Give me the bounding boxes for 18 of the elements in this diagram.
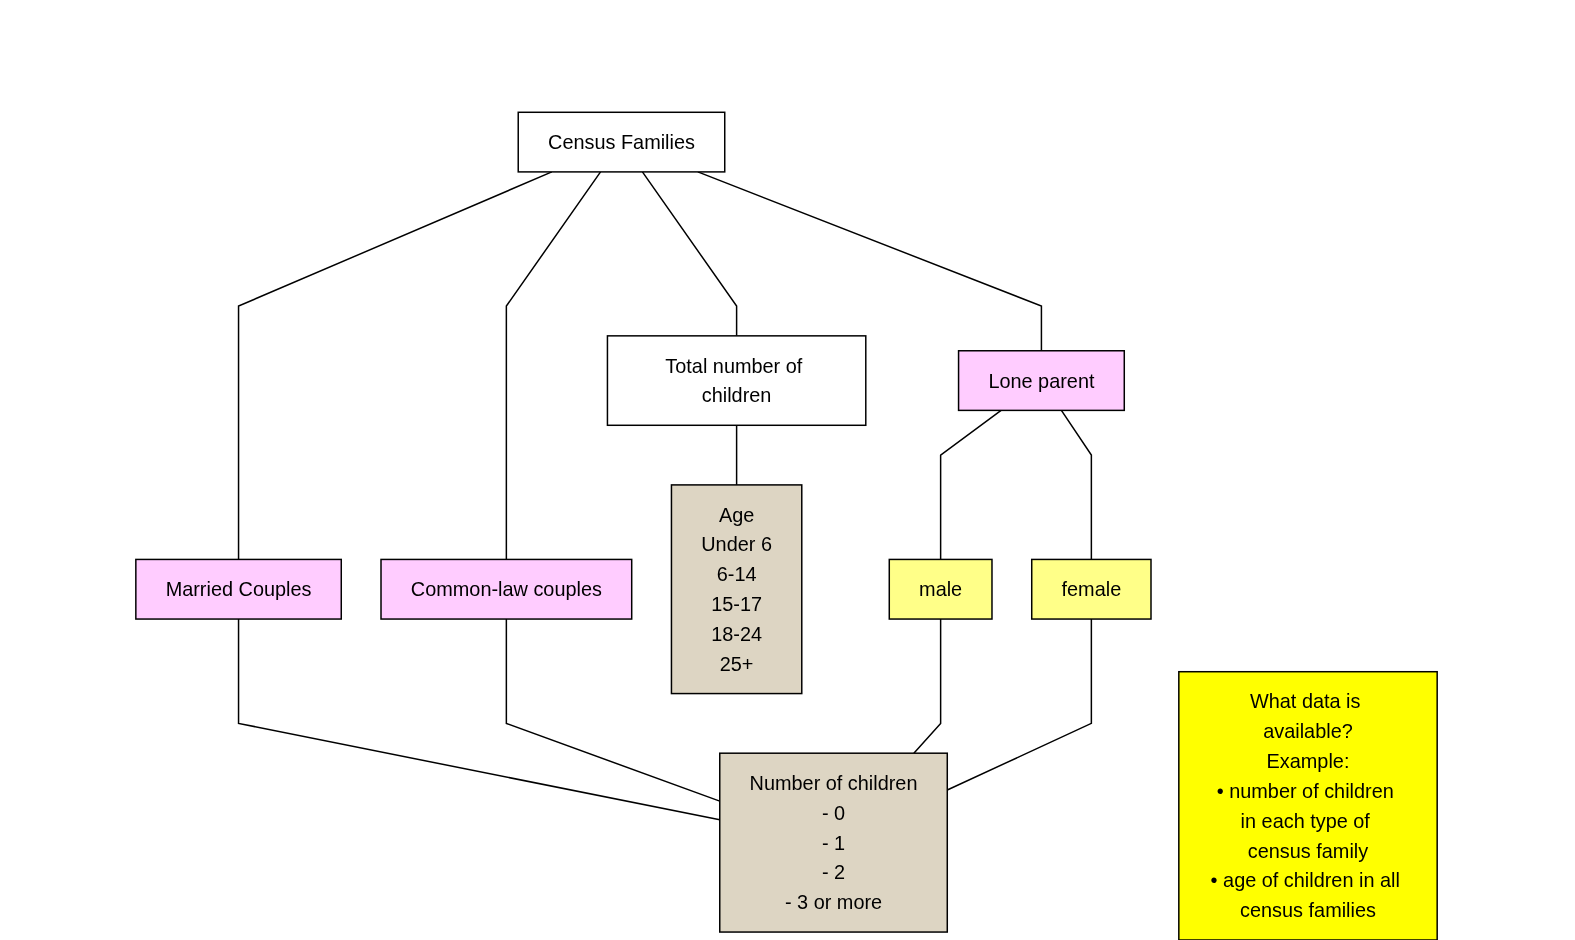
node-box: What data is available? Example: • number of children in each type of census family • age of children in all census families (1178, 670, 1438, 940)
connector (913, 618, 942, 754)
node-box: Age Under 6 6-14 15-17 18-24 25+ (670, 484, 803, 695)
connector (505, 171, 602, 561)
node-box: Common-law couples (380, 558, 633, 620)
connector (641, 171, 738, 337)
connector (1060, 409, 1093, 561)
node-box: Census Families (517, 111, 726, 173)
connector (697, 171, 1043, 352)
node-box: Married Couples (135, 558, 342, 620)
connector (237, 171, 553, 561)
node-box: Total number of children (606, 335, 867, 427)
node-box: female (1031, 558, 1152, 620)
node-box: Number of children - 0 - 1 - 2 - 3 or more (719, 752, 949, 933)
connector (735, 424, 738, 486)
node-box: male (888, 558, 993, 620)
connector (939, 409, 1002, 561)
node-box: Lone parent (957, 350, 1126, 412)
